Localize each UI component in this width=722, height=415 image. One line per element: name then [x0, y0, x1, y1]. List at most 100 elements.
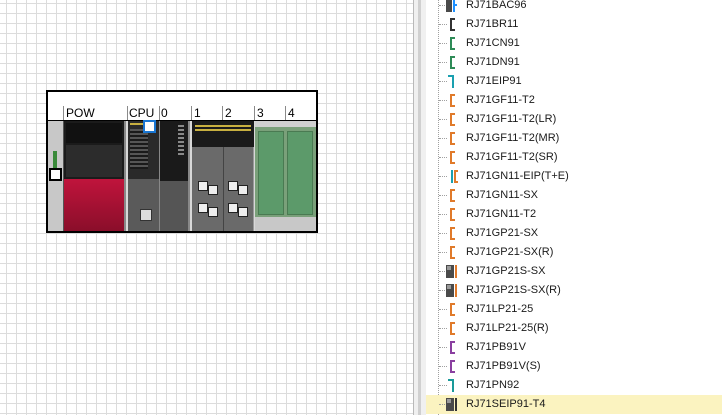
module-icon-orange [446, 303, 458, 316]
list-item-label: RJ71GN11-T2 [466, 208, 537, 220]
module-icon-orange-wide [446, 284, 458, 297]
list-item-label: RJ71PN92 [466, 379, 520, 391]
list-item-label: RJ71GF11-T2(MR) [466, 132, 560, 144]
tree-connector [439, 366, 447, 367]
slot-label-pow: POW [66, 106, 95, 120]
slot-label-2: 2 [225, 106, 232, 120]
list-item[interactable]: RJ71SEIP91-T4 [426, 395, 722, 414]
module-icon-orange [446, 322, 458, 335]
list-item[interactable]: RJ71GN11-EIP(T+E) [426, 167, 722, 186]
module-icon-orange [446, 113, 458, 126]
pane-splitter[interactable] [413, 0, 427, 415]
tree-connector [439, 328, 447, 329]
tree-connector [439, 290, 447, 291]
list-item[interactable]: RJ71CN91 [426, 34, 722, 53]
module-icon-orange [446, 246, 458, 259]
tree-connector [439, 24, 447, 25]
module-icon-green [446, 56, 458, 69]
list-item[interactable]: RJ71PB91V [426, 338, 722, 357]
tree-connector [439, 138, 447, 139]
cpu-module[interactable] [128, 120, 160, 231]
list-item-label: RJ71LP21-25(R) [466, 322, 549, 334]
module-icon-orange [446, 151, 458, 164]
tree-connector [439, 214, 447, 215]
tree-guide-line [438, 0, 440, 415]
slot-label-1: 1 [194, 106, 201, 120]
list-item-label: RJ71GP21S-SX [466, 265, 546, 277]
power-supply-module[interactable] [64, 121, 126, 231]
module-icon-orange [446, 208, 458, 221]
list-item[interactable]: RJ71PB91V(S) [426, 357, 722, 376]
module-icon-teal [446, 379, 458, 392]
rack-canvas[interactable]: POW CPU 0 1 2 3 4 [0, 0, 413, 415]
list-item-label: RJ71BAC96 [466, 0, 527, 11]
cpu-selection-handle[interactable] [143, 120, 156, 133]
module-icon-orange [446, 227, 458, 240]
list-item-label: RJ71GP21-SX [466, 227, 539, 239]
list-item-label: RJ71GF11-T2(SR) [466, 151, 558, 163]
base-unit-rack[interactable]: POW CPU 0 1 2 3 4 [46, 90, 318, 233]
list-item[interactable]: RJ71EIP91 [426, 72, 722, 91]
list-item[interactable]: RJ71GN11-T2 [426, 205, 722, 224]
list-item[interactable]: RJ71DN91 [426, 53, 722, 72]
list-item-label: RJ71DN91 [466, 56, 520, 68]
module-icon-dark [446, 18, 458, 31]
tree-connector [439, 176, 447, 177]
tree-connector [439, 252, 447, 253]
base-left-end [48, 121, 64, 231]
list-item-label: RJ71CN91 [466, 37, 520, 49]
slot-label-0: 0 [161, 106, 168, 120]
tree-connector [439, 62, 447, 63]
module-icon-blue [446, 0, 458, 12]
tree-connector [439, 233, 447, 234]
rack-body [48, 120, 316, 231]
list-item-label: RJ71GF11-T2 [466, 94, 535, 106]
list-item[interactable]: RJ71GF11-T2(LR) [426, 110, 722, 129]
tree-connector [439, 195, 447, 196]
module-icon-purple [446, 341, 458, 354]
list-item[interactable]: RJ71GF11-T2(MR) [426, 129, 722, 148]
rack-resize-handle[interactable] [49, 168, 62, 181]
tree-connector [439, 5, 447, 6]
list-item-label: RJ71GN11-EIP(T+E) [466, 170, 569, 182]
slot-label-4: 4 [288, 106, 295, 120]
list-item[interactable]: RJ71GP21S-SX [426, 262, 722, 281]
tree-connector [439, 347, 447, 348]
rack-slot-header: POW CPU 0 1 2 3 4 [48, 92, 316, 121]
list-item[interactable]: RJ71GN11-SX [426, 186, 722, 205]
slot-0-module[interactable] [160, 121, 190, 231]
tree-connector [439, 157, 447, 158]
list-item-label: RJ71SEIP91-T4 [466, 398, 546, 410]
slot-1-2-network-module[interactable] [192, 121, 254, 231]
tree-connector [439, 404, 447, 405]
slot-label-3: 3 [257, 106, 264, 120]
module-icon-teal [446, 75, 458, 88]
tree-connector [439, 100, 447, 101]
list-item[interactable]: RJ71PN92 [426, 376, 722, 395]
module-icon-dark-wide [446, 398, 458, 411]
tree-connector [439, 119, 447, 120]
splitter-grip[interactable] [418, 0, 421, 415]
list-item[interactable]: RJ71GP21-SX [426, 224, 722, 243]
tree-connector [439, 385, 447, 386]
module-icon-orange-teal [446, 170, 458, 183]
list-item-label: RJ71EIP91 [466, 75, 522, 87]
list-item[interactable]: RJ71GP21S-SX(R) [426, 281, 722, 300]
list-item[interactable]: RJ71BR11 [426, 15, 722, 34]
list-item[interactable]: RJ71BAC96 [426, 0, 722, 15]
list-item[interactable]: RJ71GF11-T2(SR) [426, 148, 722, 167]
list-item[interactable]: RJ71GP21-SX(R) [426, 243, 722, 262]
list-item-label: RJ71PB91V [466, 341, 526, 353]
list-item-label: RJ71GF11-T2(LR) [466, 113, 557, 125]
module-icon-purple [446, 360, 458, 373]
tree-connector [439, 271, 447, 272]
list-item[interactable]: RJ71LP21-25(R) [426, 319, 722, 338]
list-item-label: RJ71GP21-SX(R) [466, 246, 554, 258]
tree-connector [439, 43, 447, 44]
list-item-label: RJ71GP21S-SX(R) [466, 284, 561, 296]
list-item[interactable]: RJ71GF11-T2 [426, 91, 722, 110]
list-item[interactable]: RJ71LP21-25 [426, 300, 722, 319]
slot-3-4-empty[interactable] [255, 121, 316, 231]
